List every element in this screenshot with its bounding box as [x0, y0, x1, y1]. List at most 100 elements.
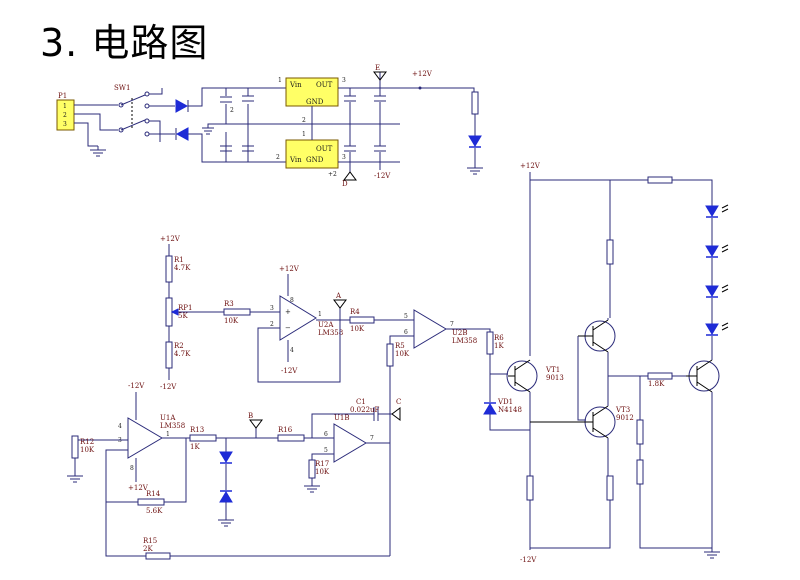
opamp-u1b	[333, 423, 367, 463]
u1b-ref: U1B	[334, 414, 350, 422]
r17-val: 10K	[315, 468, 330, 476]
r3-ref: R3	[224, 300, 234, 308]
r4-val: 10K	[350, 325, 365, 333]
driver-section: +12V VT1 9013 -12V	[506, 162, 729, 564]
net-a: A	[335, 292, 342, 300]
r6-ref: R6	[494, 334, 504, 342]
reg-bot-gnd: GND	[306, 156, 324, 164]
supply-neg-u2a: -12V	[281, 367, 298, 375]
u2b-part: LM358	[452, 337, 477, 345]
c1-val: 0.022uF	[350, 406, 380, 414]
supply-pos-u1a: +12V	[128, 484, 149, 492]
reg-bot-pin3: 3	[342, 154, 346, 161]
r15-ref: R15	[143, 537, 157, 545]
r15-val: 2K	[143, 545, 153, 553]
r1-val: 4.7K	[174, 264, 191, 272]
regulator-bottom	[285, 139, 339, 169]
r17-ref: R17	[315, 460, 329, 468]
connector-pin-2: 2	[63, 112, 67, 119]
connector-p1	[56, 99, 75, 131]
c1-ref: C1	[356, 398, 366, 406]
supply-pos-r1: +12V	[160, 235, 181, 243]
u2a-pin2: 2	[270, 321, 274, 328]
u1a-part: LM358	[160, 422, 185, 430]
r13-ref: R13	[190, 426, 204, 434]
u2b-pin7: 7	[450, 321, 454, 328]
rail-pin: 2	[302, 117, 306, 124]
signal-section: +12V R1 4.7K RP1 5K R2 4.7K -12V R3 10K …	[67, 235, 530, 560]
reg-bot-out: OUT	[316, 145, 333, 153]
rp1-ref: RP1	[178, 304, 192, 312]
u2a-ref: U2A	[318, 321, 334, 329]
u2a-pin1: 1	[318, 311, 322, 318]
u2a-pin3: 3	[270, 305, 274, 312]
page-title: 3. 电路图	[40, 21, 209, 65]
connector-pin-1: 1	[63, 103, 67, 110]
reg-top-pin3: 3	[342, 77, 346, 84]
u2a-part: LM358	[318, 329, 343, 337]
r3-val: 10K	[224, 317, 239, 325]
r4-ref: R4	[350, 308, 360, 316]
label-minus2: +2	[328, 171, 337, 178]
u1a-pin4: 4	[118, 423, 122, 430]
supply-neg-driver: -12V	[520, 556, 537, 564]
opamp-u2b	[413, 309, 447, 349]
supply-neg-top: -12V	[374, 172, 391, 180]
net-d: D	[342, 180, 348, 188]
reg-top-pin1: 1	[278, 77, 282, 84]
u2a-minus: −	[285, 324, 291, 332]
vt3-part: 9012	[616, 414, 634, 422]
u2a-pin4: 4	[290, 347, 294, 354]
power-supply-section: P1 1 2 3 SW1	[56, 64, 483, 188]
r12-ref: R12	[80, 438, 94, 446]
connector-ref: P1	[58, 92, 67, 100]
u1a-pin1: 1	[166, 431, 170, 438]
r1-ref: R1	[174, 256, 184, 264]
u2a-plus: +	[285, 308, 291, 316]
u1b-pin6: 6	[324, 431, 328, 438]
reg-bot-vin: Vin	[289, 156, 302, 164]
r6-val: 1K	[494, 342, 504, 350]
u2b-pin5: 5	[404, 313, 408, 320]
r18-val: 1.8K	[648, 380, 665, 388]
regulator-top	[285, 77, 339, 107]
u1a-pin8: 8	[130, 465, 134, 472]
ground-symbol	[90, 146, 106, 157]
opamp-u1a	[127, 417, 163, 459]
vt1-ref: VT1	[545, 366, 560, 374]
r5-val: 10K	[395, 350, 410, 358]
u2b-pin6: 6	[404, 329, 408, 336]
net-e: E	[375, 64, 380, 72]
supply-pos-top: +12V	[412, 70, 433, 78]
reg-top-out: OUT	[316, 81, 333, 89]
r2-ref: R2	[174, 342, 184, 350]
u1b-pin7: 7	[370, 435, 374, 442]
u1b-pin5: 5	[324, 447, 328, 454]
reg-top-gnd: GND	[306, 98, 324, 106]
supply-pos-driver: +12V	[520, 162, 541, 170]
r13-val: 1K	[190, 443, 200, 451]
vt1-part: 9013	[546, 374, 564, 382]
reg-bot-pin2: 2	[276, 154, 280, 161]
net-b: B	[248, 412, 253, 420]
label-plus2: 2	[230, 107, 234, 114]
supply-pos-u2a: +12V	[279, 265, 300, 273]
net-c: C	[396, 398, 401, 406]
supply-neg-u1a: -12V	[128, 382, 145, 390]
r14-val: 5.6K	[146, 507, 163, 515]
reg-bot-pin1: 1	[302, 131, 306, 138]
r12-val: 10K	[80, 446, 95, 454]
transistor-vt1	[506, 360, 538, 392]
vd1-ref: VD1	[497, 398, 513, 406]
u1a-ref: U1A	[160, 414, 176, 422]
r2-val: 4.7K	[174, 350, 191, 358]
r14-ref: R14	[146, 490, 161, 498]
vt3-ref: VT3	[615, 406, 630, 414]
r16-ref: R16	[278, 426, 293, 434]
vd1-val: N4148	[498, 406, 522, 414]
u2a-pin8: 8	[290, 297, 294, 304]
supply-neg-r2: -12V	[160, 383, 177, 391]
rp1-val: 5K	[178, 312, 188, 320]
connector-pin-3: 3	[63, 121, 67, 128]
